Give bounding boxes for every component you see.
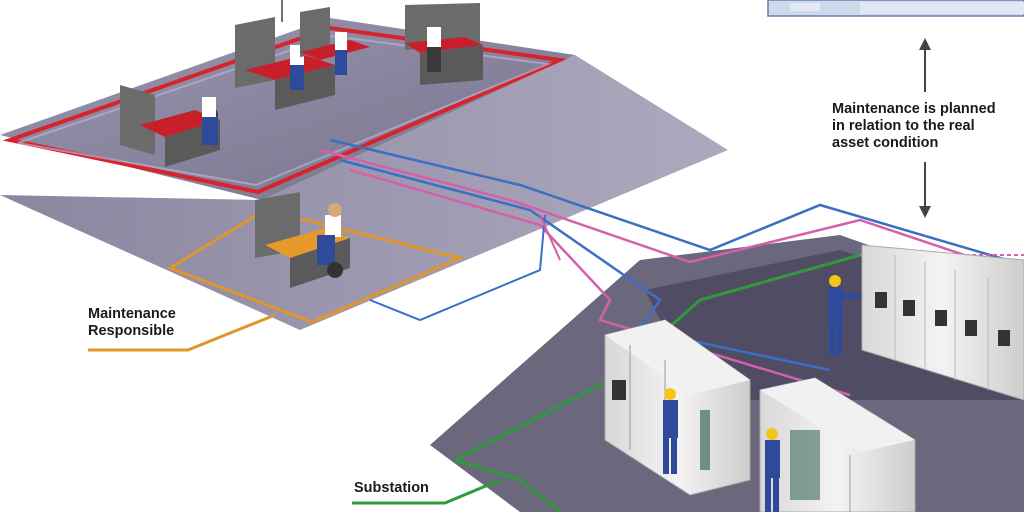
maintenance-responsible-leader <box>88 313 276 352</box>
substation-label: Substation <box>354 480 429 497</box>
maintenance-planned-label: Maintenance is planned in relation to th… <box>832 101 996 152</box>
maintenance-floor <box>0 55 728 330</box>
substation-cabinets-back <box>861 244 1024 401</box>
maintenance-planned-line-1: Maintenance is planned <box>832 101 996 117</box>
maintenance-responsible-line-1: Maintenance <box>88 306 176 322</box>
substation-leader <box>352 478 501 505</box>
maintenance-desk <box>255 192 350 288</box>
substation-workers <box>663 275 861 512</box>
maintenance-screen-fragment <box>767 0 1024 17</box>
maintenance-responsible-line-2: Responsible <box>88 323 175 339</box>
maintenance-planned-line-2: in relation to the real <box>832 118 975 134</box>
maintenance-planned-line-3: asset condition <box>832 135 939 151</box>
control-room-desks <box>120 3 483 167</box>
double-arrow-icon <box>919 38 931 218</box>
substation-label-text: Substation <box>354 480 429 496</box>
maintenance-responsible-label: Maintenance Responsible <box>88 306 176 340</box>
